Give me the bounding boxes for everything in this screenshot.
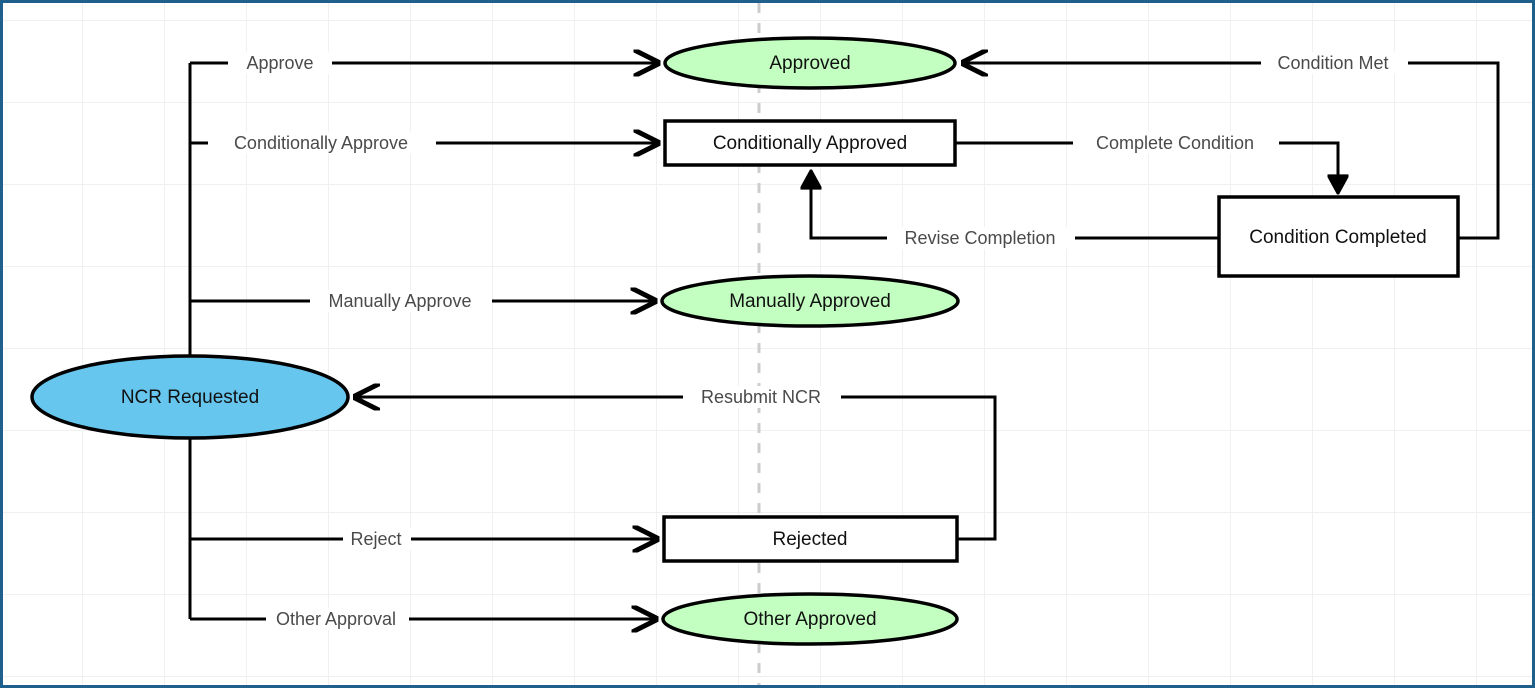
edge-conditionally-approve-label: Conditionally Approve <box>234 133 408 153</box>
node-rejected-shape <box>662 515 959 563</box>
edge-other-approval[interactable]: Other Approval <box>190 608 656 630</box>
node-condition-completed-shape <box>1217 195 1460 278</box>
edge-reject-label-bg <box>343 528 411 550</box>
edge-manually-approve-label: Manually Approve <box>328 291 471 311</box>
node-conditionally-approved[interactable]: Conditionally Approved <box>663 119 957 167</box>
node-ncr-requested-shape <box>30 354 350 440</box>
edge-complete-condition-label-bg <box>1073 132 1279 154</box>
edge-resubmit-ncr-label-bg <box>683 386 841 408</box>
node-ncr-requested-label: NCR Requested <box>121 387 259 408</box>
node-rejected-label: Rejected <box>773 529 848 550</box>
edge-reject[interactable]: Reject <box>190 528 657 550</box>
node-manually-approved[interactable]: Manually Approved <box>660 274 960 328</box>
edge-conditionally-approve[interactable]: Conditionally Approve <box>190 132 658 154</box>
edge-complete-condition[interactable]: Complete Condition <box>955 132 1338 191</box>
node-approved[interactable]: Approved <box>663 36 957 90</box>
edge-revise-completion-label-bg <box>887 227 1075 249</box>
node-condition-completed[interactable]: Condition Completed <box>1217 195 1460 278</box>
edge-manually-approve[interactable]: Manually Approve <box>190 290 655 312</box>
edge-resubmit-ncr-path <box>355 397 997 541</box>
edge-revise-completion-path <box>811 173 1219 240</box>
node-conditionally-approved-label: Conditionally Approved <box>713 133 907 154</box>
node-other-approved-shape <box>661 592 959 646</box>
edge-condition-met-path <box>963 63 1500 240</box>
edge-conditionally-approve-label-bg <box>208 132 436 154</box>
edge-revise-completion[interactable]: Revise Completion <box>811 173 1219 249</box>
edge-approve[interactable]: Approve <box>190 52 658 74</box>
node-conditionally-approved-shape <box>663 119 957 167</box>
edge-resubmit-ncr[interactable]: Resubmit NCR <box>355 386 997 541</box>
edge-condition-met[interactable]: Condition Met <box>963 52 1500 240</box>
edge-resubmit-ncr-label: Resubmit NCR <box>701 387 821 407</box>
edge-manually-approve-label-bg <box>310 290 492 312</box>
node-other-approved[interactable]: Other Approved <box>661 592 959 646</box>
node-ncr-requested[interactable]: NCR Requested <box>30 354 350 440</box>
edge-approve-label-bg <box>228 52 332 74</box>
node-rejected[interactable]: Rejected <box>662 515 959 563</box>
edge-condition-met-label: Condition Met <box>1277 53 1388 73</box>
node-manually-approved-shape <box>660 274 960 328</box>
edge-approve-label: Approve <box>246 53 313 73</box>
node-manually-approved-label: Manually Approved <box>729 291 891 312</box>
edge-complete-condition-label: Complete Condition <box>1096 133 1254 153</box>
node-other-approved-label: Other Approved <box>743 609 876 630</box>
edge-revise-completion-label: Revise Completion <box>904 228 1055 248</box>
node-condition-completed-label: Condition Completed <box>1249 227 1426 248</box>
node-approved-label: Approved <box>769 53 850 74</box>
edge-other-approval-label: Other Approval <box>276 609 396 629</box>
node-approved-shape <box>663 36 957 90</box>
workflow-diagram: Approve Conditionally Approve Manually A… <box>30 3 1500 685</box>
edge-other-approval-label-bg <box>266 608 409 630</box>
edge-reject-label: Reject <box>350 529 401 549</box>
edge-condition-met-label-bg <box>1261 52 1408 74</box>
